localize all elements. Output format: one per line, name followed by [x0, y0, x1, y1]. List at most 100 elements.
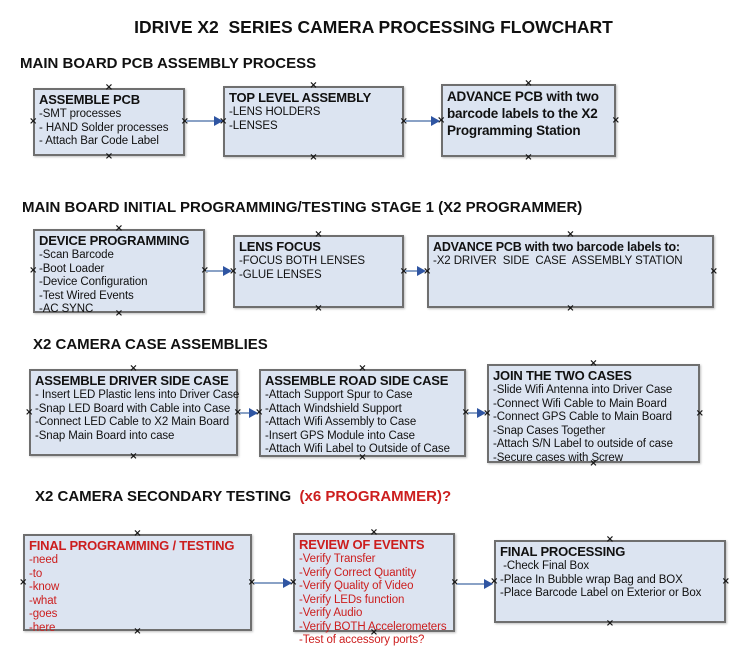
box-item: -know [29, 581, 60, 593]
connection-anchor-icon: × [709, 265, 718, 277]
arrow-head-icon [431, 116, 440, 126]
box-item: -what [29, 594, 57, 607]
box-item: -SMT processes [39, 108, 122, 120]
box-item: -LENS HOLDERS [229, 106, 321, 118]
connector-arrow[interactable] [186, 116, 223, 126]
box-item: -Verify Correct Quantity [299, 566, 417, 579]
arrow-head-icon [249, 408, 258, 418]
arrow-shaft [240, 412, 252, 414]
arrow-shaft [468, 412, 480, 414]
connector-arrow[interactable] [405, 116, 440, 126]
connection-anchor-icon: × [524, 152, 533, 163]
connection-anchor-icon: × [605, 618, 615, 629]
arrow-head-icon [214, 116, 223, 126]
page-title: IDRIVE X2 SERIES CAMERA PROCESSING FLOWC… [134, 17, 613, 37]
connector-arrow[interactable] [405, 266, 426, 276]
connection-anchor-icon: × [611, 114, 620, 126]
connector-arrow[interactable] [457, 579, 493, 589]
flow-box-top-level-assembly[interactable]: TOP LEVEL ASSEMBLY -LENS HOLDERS -LENSES… [219, 81, 408, 163]
box-item: - Attach Bar Code Label [39, 135, 159, 147]
connector-arrow[interactable] [468, 408, 486, 418]
arrow-head-icon [223, 266, 232, 276]
box-title: ASSEMBLE DRIVER SIDE CASE [35, 373, 229, 388]
arrow-shaft [405, 270, 420, 272]
box-item: -need [29, 554, 58, 566]
connector-arrow[interactable] [240, 408, 258, 418]
box-title: FINAL PROGRAMMING / TESTING [29, 538, 235, 553]
flow-box-assemble-driver-side-case[interactable]: ASSEMBLE DRIVER SIDE CASE - Insert LED P… [25, 364, 242, 462]
box-item: -to [29, 567, 43, 580]
box-title: ADVANCE PCB with two barcode labels to: [433, 240, 680, 254]
box-item: -Scan Barcode [39, 249, 114, 261]
box-title: ASSEMBLE ROAD SIDE CASE [265, 373, 449, 388]
box-title: ASSEMBLE PCB [39, 92, 140, 107]
box-title: LENS FOCUS [239, 239, 321, 254]
box-item: -GLUE LENSES [239, 268, 322, 281]
box-item: -Boot Loader [39, 262, 105, 275]
arrow-shaft [206, 270, 226, 272]
box-item: -Place In Bubble wrap Bag and BOX [500, 573, 683, 586]
flow-box-final-processing[interactable]: FINAL PROCESSING -Check Final Box -Place… [490, 535, 730, 629]
section-heading-case-assemblies: X2 CAMERA CASE ASSEMBLIES [33, 336, 268, 353]
box-item: -X2 DRIVER SIDE CASE ASSEMBLY STATION [433, 255, 683, 267]
box-item: -Attach Wifi Label to Outside of Case [265, 443, 450, 455]
arrow-head-icon [283, 578, 292, 588]
arrow-head-icon [477, 408, 486, 418]
flow-box-final-programming-testing[interactable]: FINAL PROGRAMMING / TESTING -need -to -k… [19, 529, 256, 637]
box-item: -goes [29, 608, 58, 620]
box-item: -Connect LED Cable to X2 Main Board [35, 416, 230, 428]
flow-box-assemble-road-side-case[interactable]: ASSEMBLE ROAD SIDE CASE -Attach Support … [255, 364, 470, 463]
box-item: -LENSES [229, 119, 278, 132]
box-item: -Snap Cases Together [493, 424, 606, 437]
box-item: -Attach S/N Label to outside of case [493, 438, 673, 450]
connection-anchor-icon: × [29, 265, 38, 276]
connector-arrow[interactable] [254, 578, 292, 588]
flow-box-join-the-two-cases[interactable]: JOIN THE TWO CASES -Slide Wifi Antenna i… [483, 359, 704, 469]
box-item: -Verify BOTH Accelerometers [299, 620, 447, 633]
flow-box-assemble-pcb[interactable]: ASSEMBLE PCB -SMT processes - HAND Solde… [29, 83, 189, 162]
box-item: -Secure cases with Screw [493, 451, 623, 464]
arrow-shaft [457, 583, 487, 585]
box-item: - Insert LED Plastic lens into Driver Ca… [35, 389, 240, 401]
box-item: -Place Barcode Label on Exterior or Box [500, 587, 702, 599]
box-title: DEVICE PROGRAMMING [39, 233, 190, 248]
box-item: -Verify LEDs function [299, 593, 405, 606]
box-item: -Snap LED Board with Cable into Case [35, 402, 231, 415]
connection-anchor-icon: × [104, 151, 114, 162]
arrow-shaft [405, 120, 434, 122]
box-item: -Insert GPS Module into Case [265, 429, 415, 442]
box-item: -Attach Windshield Support [265, 402, 402, 415]
connection-anchor-icon: × [309, 152, 318, 163]
arrow-head-icon [484, 579, 493, 589]
flow-box-lens-focus[interactable]: LENS FOCUS -FOCUS BOTH LENSES -GLUE LENS… [229, 230, 408, 314]
box-title: FINAL PROCESSING [500, 544, 626, 559]
box-item: -Verify Transfer [299, 553, 376, 565]
box-title: REVIEW OF EVENTS [299, 537, 425, 552]
connector-arrow[interactable] [206, 266, 232, 276]
connection-anchor-icon: × [25, 406, 34, 418]
flow-box-review-of-events[interactable]: REVIEW OF EVENTS -Verify Transfer -Verif… [289, 528, 459, 647]
section-heading-secondary-testing: X2 CAMERA SECONDARY TESTING (x6 PROGRAMM… [35, 488, 451, 505]
connection-anchor-icon: × [566, 303, 575, 314]
flow-box-advance-pcb-programming-station[interactable]: ADVANCE PCB with two barcode labels to t… [437, 79, 620, 163]
box-item: - HAND Solder processes [39, 121, 169, 134]
box-item: -Verify Audio [299, 607, 363, 619]
box-item: -Snap Main Board into case [35, 429, 175, 442]
section-heading-pcb-assembly: MAIN BOARD PCB ASSEMBLY PROCESS [20, 55, 317, 72]
connection-anchor-icon: × [314, 303, 323, 314]
connection-anchor-icon: × [19, 576, 28, 588]
flow-box-device-programming[interactable]: DEVICE PROGRAMMING -Scan Barcode -Boot L… [29, 224, 209, 319]
box-title: ADVANCE PCB with two barcode labels to t… [447, 89, 599, 138]
arrow-shaft [254, 582, 286, 584]
box-item: -Slide Wifi Antenna into Driver Case [493, 384, 673, 396]
box-item: -here [29, 621, 56, 634]
box-title: JOIN THE TWO CASES [493, 368, 632, 383]
box-item: -Attach Wifi Assembly to Case [265, 416, 417, 428]
box-item: -Verify Quality of Video [299, 580, 414, 592]
box-title: TOP LEVEL ASSEMBLY [229, 90, 372, 105]
flow-box-advance-pcb-case-assembly[interactable]: ADVANCE PCB with two barcode labels to: … [423, 230, 718, 314]
box-item: -Connect GPS Cable to Main Board [493, 411, 672, 423]
section-heading-black-part: X2 CAMERA SECONDARY TESTING [35, 488, 292, 505]
connection-anchor-icon: × [695, 407, 704, 419]
